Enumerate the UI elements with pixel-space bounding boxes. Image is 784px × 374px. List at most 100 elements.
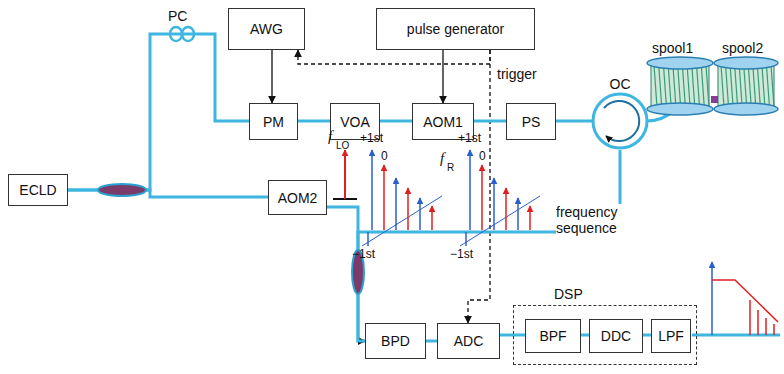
coil-winding — [726, 65, 729, 107]
coil-winding — [659, 65, 662, 107]
sawtooth-line — [362, 196, 442, 246]
polarization-controller — [170, 27, 194, 41]
coil-winding — [735, 65, 738, 107]
node-label: PM — [263, 114, 284, 130]
annotation-label: 0 — [381, 148, 388, 164]
annotation-label: 0 — [479, 148, 486, 164]
edge-label: trigger — [495, 66, 539, 82]
first-order-arrow — [395, 178, 397, 230]
spool-flange — [647, 57, 713, 69]
connector — [358, 150, 620, 341]
spool-flange — [647, 103, 713, 115]
coil-winding — [730, 65, 733, 107]
zero-order-arrow — [407, 188, 409, 230]
annotation-label: R — [447, 160, 454, 176]
connector — [68, 34, 249, 190]
node-label: OC — [610, 76, 631, 92]
node-label: AWG — [250, 21, 283, 37]
annotation-label: −1st — [352, 246, 375, 262]
zero-order-arrow — [383, 165, 385, 230]
device-box: ADC — [437, 323, 500, 359]
device-box: BPD — [365, 323, 426, 359]
fiber-coupler — [98, 184, 146, 196]
coil-winding — [744, 65, 747, 107]
zero-order-arrow — [431, 206, 433, 230]
node-label: AOM1 — [423, 114, 463, 130]
connector — [474, 120, 506, 123]
dsp-group: DSPBPFDDCLPF — [513, 305, 697, 365]
device-box: ECLD — [8, 174, 68, 206]
coil-winding — [757, 65, 760, 107]
spool-flange — [714, 57, 778, 69]
lo-frequency-arrow — [333, 150, 357, 199]
first-order-arrow — [371, 150, 373, 230]
coil-winding — [721, 65, 724, 107]
coil-winding — [673, 65, 676, 107]
coil-winding — [654, 65, 657, 107]
annotation-label: LO — [336, 138, 349, 154]
zero-order-arrow — [505, 188, 507, 230]
minus-order-line — [465, 232, 467, 246]
spool-core — [718, 64, 774, 108]
annotation-label: spool2 — [722, 40, 763, 56]
coil-winding — [753, 65, 756, 107]
node-label: LPF — [658, 328, 684, 344]
device-box: PM — [249, 103, 298, 140]
connector — [327, 207, 365, 341]
connector — [468, 50, 490, 323]
device-box: PS — [506, 103, 556, 140]
connector — [271, 50, 272, 103]
coil-winding — [706, 65, 709, 107]
device-box: AWG — [228, 8, 305, 50]
first-order-arrow — [469, 150, 471, 230]
coil-winding — [748, 65, 751, 107]
device-box: pulse generator — [376, 8, 535, 50]
node-label: pulse generator — [407, 21, 504, 37]
circulator-node: OC — [592, 78, 648, 150]
coil-winding — [663, 65, 666, 107]
output-spectrum — [692, 262, 780, 335]
node-label: ECLD — [19, 182, 56, 198]
node-label: DSP — [554, 286, 583, 302]
circulator-symbol — [593, 94, 647, 148]
first-order-arrow — [493, 178, 495, 230]
annotation-label: −1st — [450, 246, 473, 262]
device-box: BPF — [525, 319, 581, 353]
coil-winding — [682, 65, 685, 107]
connector — [380, 120, 412, 123]
connector — [556, 120, 592, 123]
annotation-label: +1st — [458, 130, 481, 146]
coil-winding — [771, 65, 774, 107]
coil-winding — [668, 65, 671, 107]
sawtooth-line — [460, 196, 540, 246]
connector — [298, 120, 330, 123]
connector — [581, 334, 589, 337]
node-label: PS — [522, 114, 541, 130]
first-order-arrow — [419, 198, 421, 230]
annotation-label: spool1 — [652, 40, 693, 56]
spool-flange — [714, 103, 778, 115]
node-label: DDC — [601, 328, 631, 344]
fiber-spool — [647, 57, 778, 115]
connector — [298, 50, 490, 64]
node-label: BPF — [539, 328, 566, 344]
zero-order-arrow — [481, 165, 483, 230]
coil-winding — [678, 65, 681, 107]
coil-winding — [739, 65, 742, 107]
node-label: AOM2 — [278, 190, 318, 206]
device-box: AOM2 — [268, 180, 327, 215]
connector — [426, 340, 437, 343]
coil-winding — [762, 65, 765, 107]
annotation-label: +1st — [360, 130, 383, 146]
fiber-connector — [711, 96, 718, 103]
node-label: BPD — [381, 333, 410, 349]
frequency-sequence-plot — [362, 150, 540, 246]
node-label: VOA — [340, 114, 370, 130]
minus-order-line — [367, 232, 369, 246]
connector — [643, 334, 651, 337]
annotation-label: frequency sequence — [556, 204, 632, 236]
spool-core — [651, 64, 709, 108]
annotation-label: PC — [168, 8, 187, 24]
zero-order-arrow — [529, 206, 531, 230]
